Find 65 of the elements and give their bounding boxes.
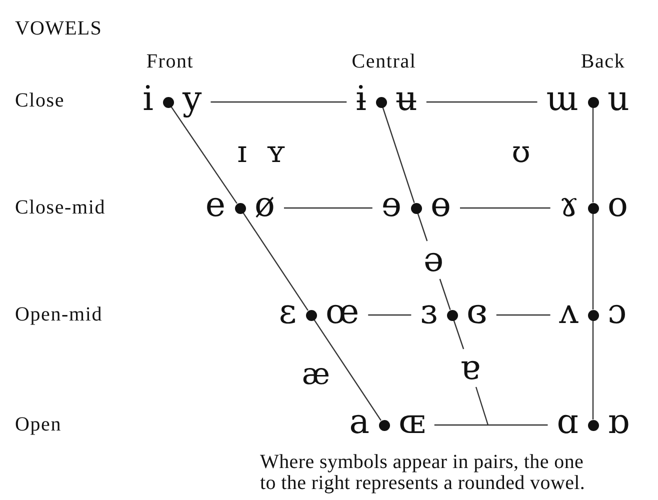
chart-line (210, 101, 347, 103)
vowel-symbol: ɐ (456, 349, 484, 387)
vowel-symbol: ɛ (278, 297, 296, 327)
vowel-symbol: ʉ (396, 84, 418, 114)
vowel-dot (162, 96, 174, 108)
chart-line (426, 101, 538, 103)
chart-line (284, 207, 372, 209)
chart-line (170, 106, 238, 204)
vowel-symbol: ɞ (466, 297, 488, 327)
chart-line (368, 314, 412, 316)
vowel-dot (234, 202, 246, 214)
vowel-dot (410, 202, 422, 214)
vowel-symbol: ɜ (420, 297, 438, 327)
vowel-symbol: ɤ (559, 190, 578, 220)
vowel-symbol: ɒ (608, 407, 630, 437)
column-heading: Back (580, 50, 626, 74)
chart-line (417, 213, 428, 242)
vowel-symbol: ɶ (398, 407, 426, 437)
vowel-symbol: œ (326, 297, 360, 327)
vowel-symbol: ɑ (556, 407, 578, 437)
chart-line (592, 108, 594, 202)
vowel-dot (588, 202, 598, 214)
vowel-dot (446, 310, 458, 320)
vowel-symbol: ɘ (381, 190, 402, 220)
row-heading: Open-mid (15, 304, 102, 326)
vowel-symbol: ɪ (237, 138, 247, 168)
chart-title: VOWELS (15, 18, 102, 40)
chart-line (475, 386, 489, 426)
column-heading: Central (352, 50, 416, 74)
vowel-dot (378, 420, 390, 430)
vowel-dot (588, 96, 598, 108)
footnote: Where symbols appear in pairs, the one to the right represents a rounded vowel. (260, 452, 586, 494)
vowel-symbol: ɨ (356, 84, 366, 114)
chart-line (592, 320, 594, 420)
chart-line (496, 314, 550, 316)
vowel-symbol: o (608, 190, 628, 220)
vowel-symbol: ʌ (559, 297, 578, 327)
chart-line (242, 212, 308, 311)
vowel-symbol: ø (254, 190, 275, 220)
chart-line (439, 278, 451, 310)
chart-line (314, 319, 382, 421)
vowel-dot (588, 420, 598, 430)
chart-line (382, 107, 415, 203)
vowel-symbol: ʊ (512, 138, 530, 168)
vowel-symbol: a (349, 407, 370, 437)
vowel-dot (588, 310, 598, 320)
vowel-symbol: ʏ (266, 138, 286, 168)
vowel-symbol: æ (302, 360, 330, 390)
row-heading: Close (15, 90, 65, 112)
chart-line (592, 214, 594, 310)
vowel-symbol: i (142, 84, 154, 114)
chart-line (434, 424, 548, 426)
vowel-symbol: ə (420, 241, 447, 279)
vowel-symbol: u (608, 84, 630, 114)
vowel-symbol: ɔ (608, 297, 627, 327)
chart-line (453, 320, 464, 350)
row-heading: Close-mid (15, 196, 106, 220)
column-heading: Front (146, 50, 194, 74)
vowel-dot (376, 96, 386, 108)
vowel-symbol: ɯ (546, 84, 578, 114)
vowel-dot (306, 310, 316, 320)
vowel-symbol: e (205, 190, 226, 220)
vowel-symbol: ɵ (430, 190, 451, 220)
row-heading: Open (15, 414, 62, 436)
chart-line (460, 207, 550, 209)
